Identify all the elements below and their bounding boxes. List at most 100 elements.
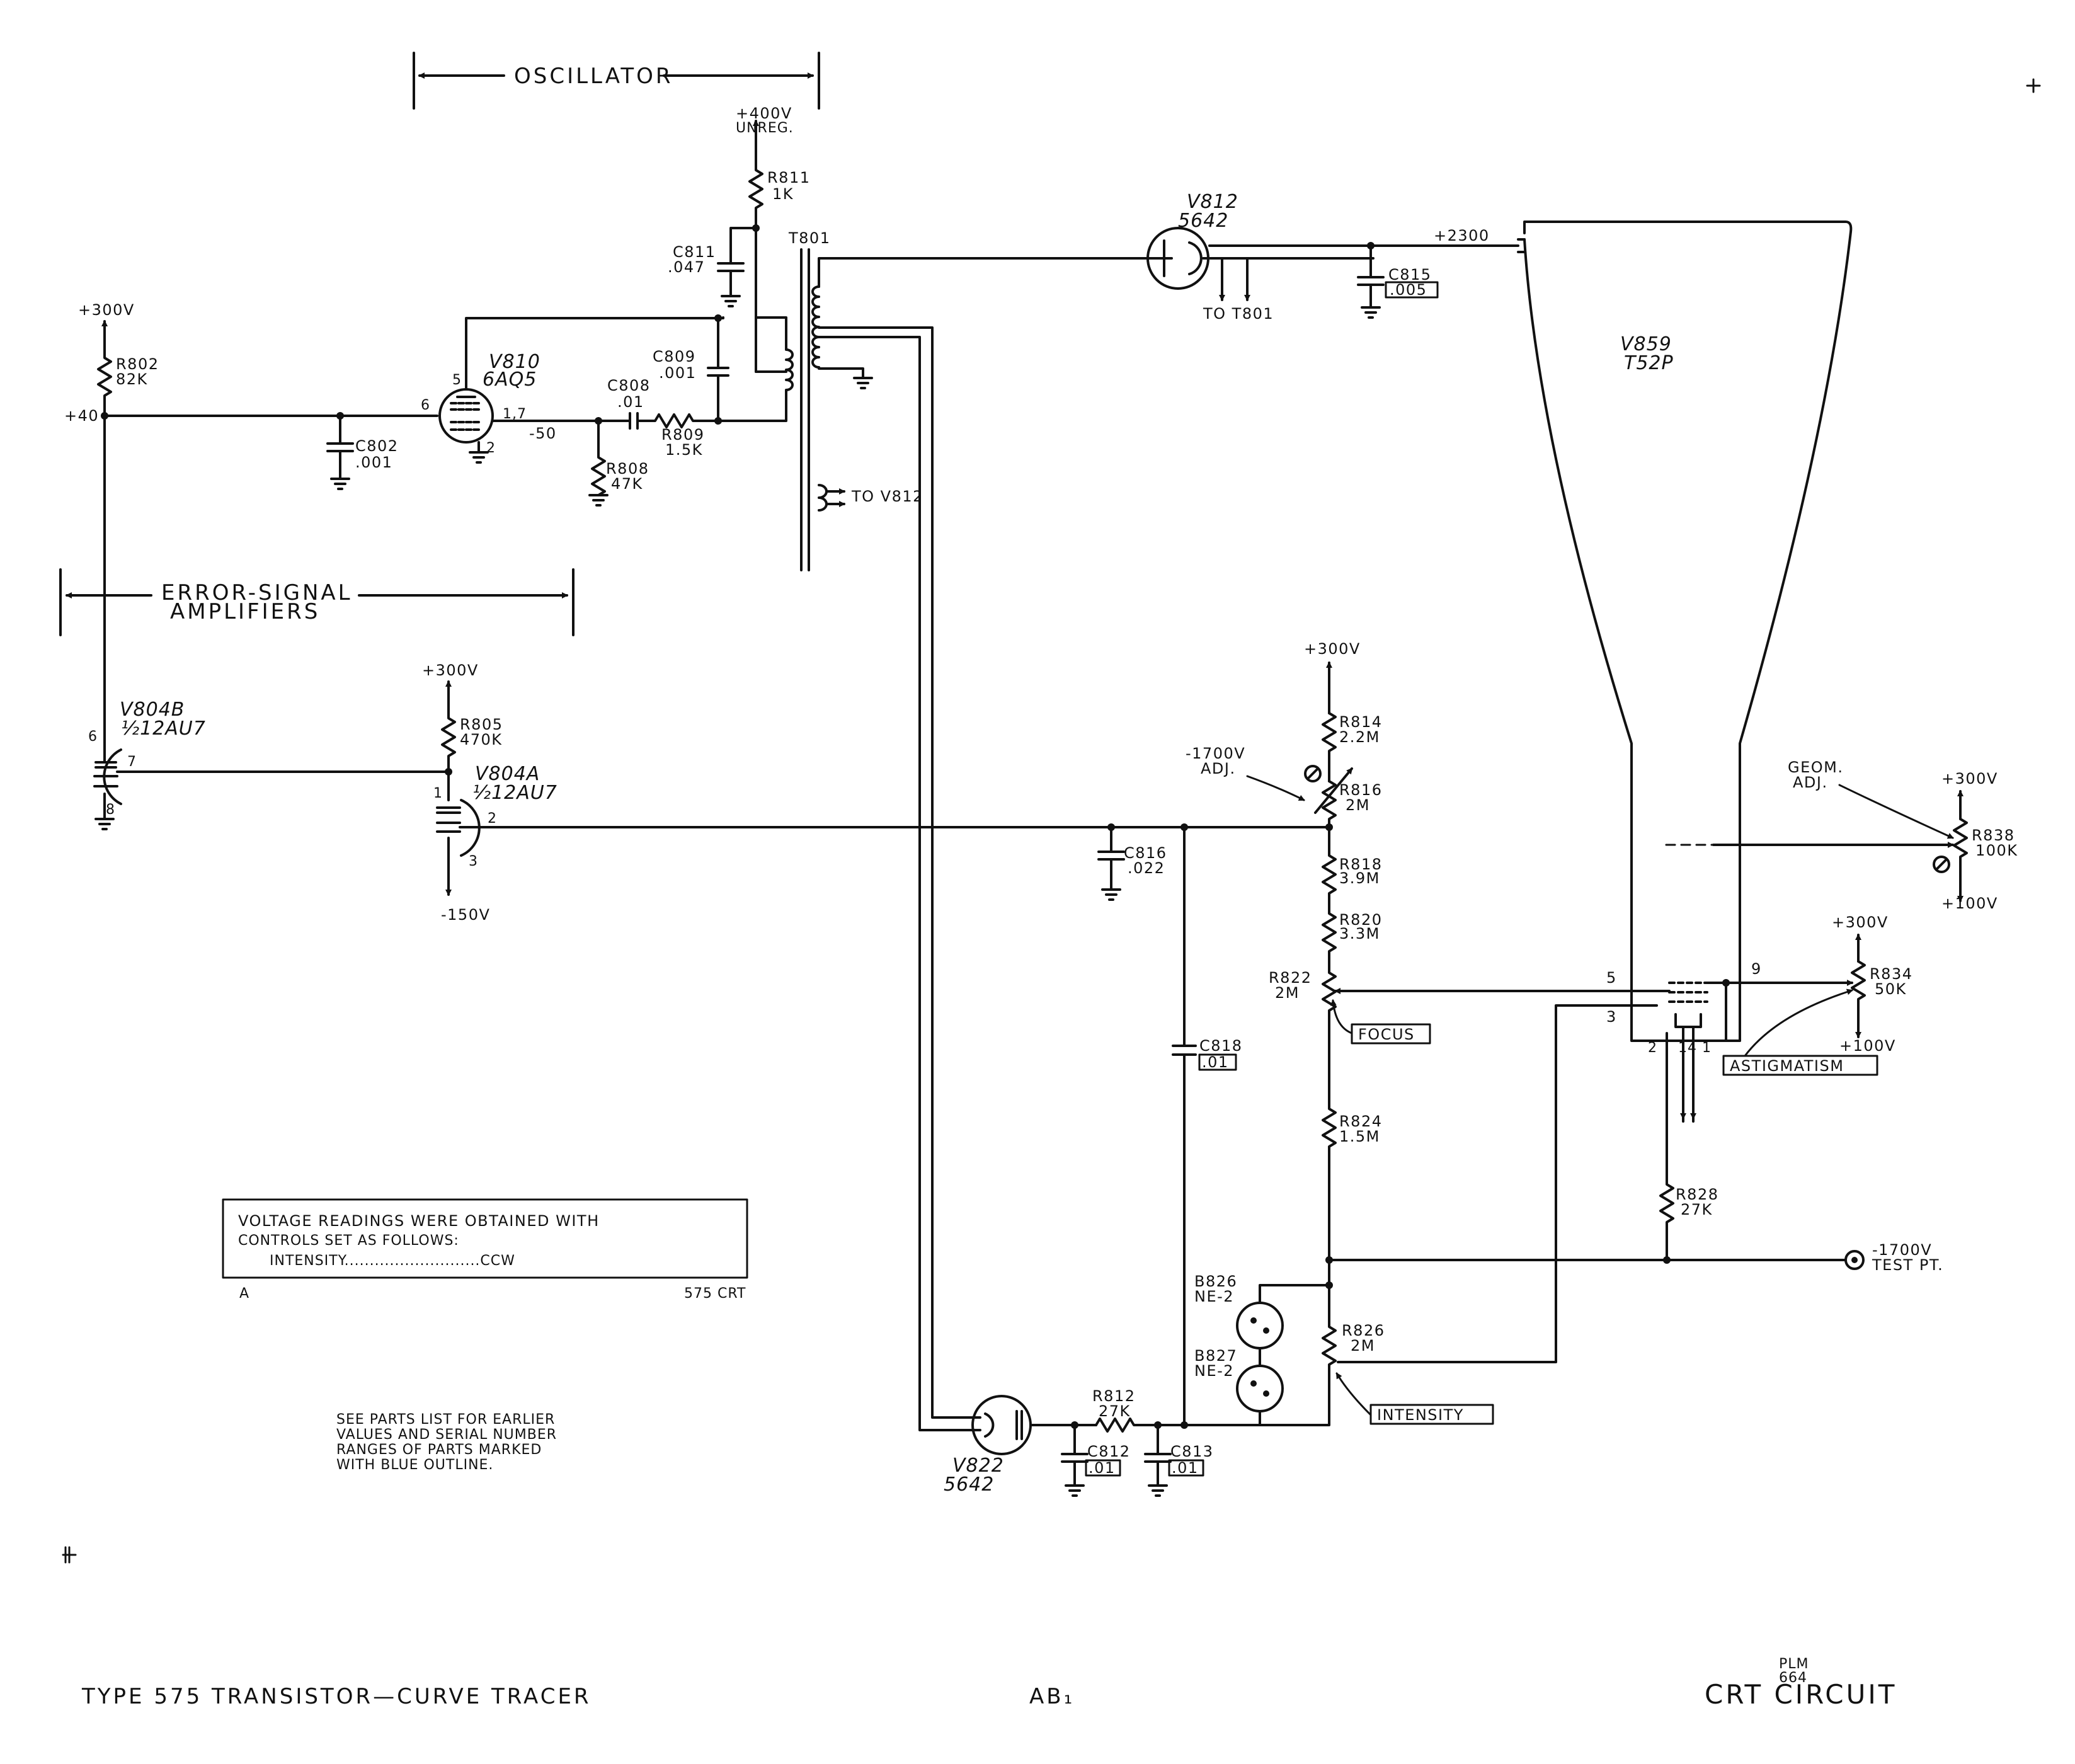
v804a-type: ½12AU7 [472, 782, 557, 804]
r808-label: R808 [606, 460, 649, 478]
c808-label: C808 [607, 377, 651, 394]
v804a-pin3: 3 [469, 854, 478, 869]
r828-label: R828 [1676, 1186, 1718, 1203]
r811-label: R811 [767, 169, 810, 186]
c812-label: C812 [1087, 1443, 1131, 1460]
intensity-label: INTENSITY [1377, 1406, 1464, 1424]
c813-value: .01 [1172, 1459, 1199, 1477]
r834-value: 50K [1875, 980, 1907, 998]
c808-value: .01 [617, 393, 644, 411]
unreg-label: UNREG. [736, 120, 794, 136]
parts-list-note: SEE PARTS LIST FOR EARLIER VALUES AND SE… [336, 1412, 557, 1473]
r822-value: 2M [1275, 984, 1300, 1002]
v822-type: 5642 [944, 1474, 994, 1496]
r802-value: 82K [116, 370, 148, 388]
to-v812-label: TO V812 [851, 488, 923, 505]
minus1700-tp-label: -1700V [1872, 1241, 1932, 1259]
r824-label: R824 [1339, 1113, 1382, 1130]
r828-value: 27K [1681, 1201, 1713, 1218]
minus50-label: -50 [529, 425, 557, 442]
plus300-b-label: +300V [422, 662, 479, 679]
footer: TYPE 575 TRANSISTOR—CURVE TRACER AB₁ PLM… [81, 1656, 1897, 1710]
plus2300-label: +2300 [1434, 227, 1490, 244]
plus300-e-label: +300V [1832, 914, 1889, 931]
r812-label: R812 [1092, 1387, 1135, 1405]
r818-label: R818 [1339, 856, 1382, 873]
crt-pin-9: 9 [1751, 960, 1762, 978]
plus300-d-label: +300V [1941, 770, 1998, 788]
v810-pin6: 6 [421, 398, 430, 413]
v804b-pin7: 7 [127, 754, 137, 770]
r816-value: 2M [1346, 796, 1370, 814]
plm-label: PLM [1779, 1656, 1809, 1672]
r805-label: R805 [460, 716, 503, 733]
c802-value: .001 [355, 454, 392, 471]
astigmatism-label: ASTIGMATISM [1730, 1057, 1844, 1075]
r838-label: R838 [1972, 827, 2015, 844]
focus-label: FOCUS [1358, 1026, 1415, 1043]
crt-pin-1: 1 [1702, 1040, 1712, 1056]
c818-value: .01 [1202, 1053, 1229, 1071]
v804b-pin6: 6 [88, 729, 98, 745]
voltage-readings-line2: CONTROLS SET AS FOLLOWS: [238, 1233, 459, 1249]
plus40-label: +40 [64, 407, 99, 425]
r808-value: 47K [611, 475, 643, 493]
r814-value: 2.2M [1339, 728, 1380, 746]
c811-label: C811 [673, 243, 716, 261]
b826-label: B826 [1194, 1273, 1237, 1290]
v804b-pin8: 8 [106, 802, 115, 818]
r809-value: 1.5K [665, 441, 703, 459]
v810-pin5: 5 [452, 372, 462, 388]
r814-label: R814 [1339, 713, 1382, 731]
r818-value: 3.9M [1339, 869, 1380, 887]
plus300-a-label: +300V [78, 301, 135, 319]
v822-rectifier: V822 5642 R812 27K C812 .01 C813 .01 [944, 1387, 1213, 1497]
r802-label: R802 [116, 355, 159, 373]
r811-value: 1K [772, 185, 794, 203]
b827-label: B827 [1194, 1347, 1237, 1365]
v810-oscillator: +300V R802 82K +40 C802 .001 V810 6AQ5 5… [64, 301, 787, 507]
b827-value: NE-2 [1194, 1362, 1234, 1380]
adj-label: ADJ. [1201, 760, 1236, 777]
r826-value: 2M [1351, 1337, 1375, 1354]
registration-marks [62, 78, 2041, 1564]
c811-value: .047 [668, 258, 705, 276]
v859-crt: V859 T52P 2 14 1 5 3 9 [1517, 220, 1853, 1123]
v810-pin17: 1,7 [503, 406, 527, 422]
parts-note-line4: WITH BLUE OUTLINE. [336, 1457, 493, 1473]
to-t801-label: TO T801 [1203, 305, 1274, 323]
v812-label: V812 [1187, 191, 1238, 213]
v812-rectifier: V812 5642 TO T801 C815 .005 +2300 [1146, 191, 1519, 323]
oscillator-label: OSCILLATOR [514, 64, 673, 89]
oscillator-bracket: OSCILLATOR [413, 52, 820, 110]
v804a-pin1: 1 [433, 786, 443, 801]
crt-circuit-title: CRT CIRCUIT [1705, 1679, 1897, 1710]
c809-label: C809 [653, 348, 696, 365]
b826-value: NE-2 [1194, 1288, 1234, 1305]
crt-pin-14: 14 [1678, 1040, 1697, 1056]
v810-type: 6AQ5 [483, 369, 537, 391]
parts-note-line2: VALUES AND SERIAL NUMBER [336, 1427, 557, 1443]
v804b-type: ½12AU7 [121, 718, 206, 740]
crt-pin-2: 2 [1648, 1040, 1657, 1056]
r809-label: R809 [661, 426, 704, 444]
plus100-b-label: +100V [1839, 1037, 1896, 1055]
voltage-readings-line3: INTENSITY...........................CCW [270, 1253, 515, 1269]
t801-transformer: T801 TO V812 [755, 229, 1173, 1431]
c815-value: .005 [1390, 281, 1427, 299]
v804b-label: V804B [120, 699, 185, 721]
minus150-label: -150V [441, 906, 490, 924]
error-signal-bracket: ERROR-SIGNAL AMPLIFIERS [59, 568, 574, 636]
v810-pin2: 2 [486, 440, 496, 456]
c816-value: .022 [1128, 859, 1165, 877]
v859-type: T52P [1624, 352, 1674, 374]
plus400-label: +400V [736, 105, 792, 122]
r824-value: 1.5M [1339, 1128, 1380, 1145]
r820-label: R820 [1339, 911, 1382, 929]
crt-pin-3: 3 [1606, 1008, 1617, 1026]
t801-label: T801 [788, 229, 830, 247]
crt-pin-5: 5 [1606, 969, 1617, 987]
v804a-label: V804A [475, 763, 540, 785]
minus1700-adj-label: -1700V [1186, 745, 1245, 762]
